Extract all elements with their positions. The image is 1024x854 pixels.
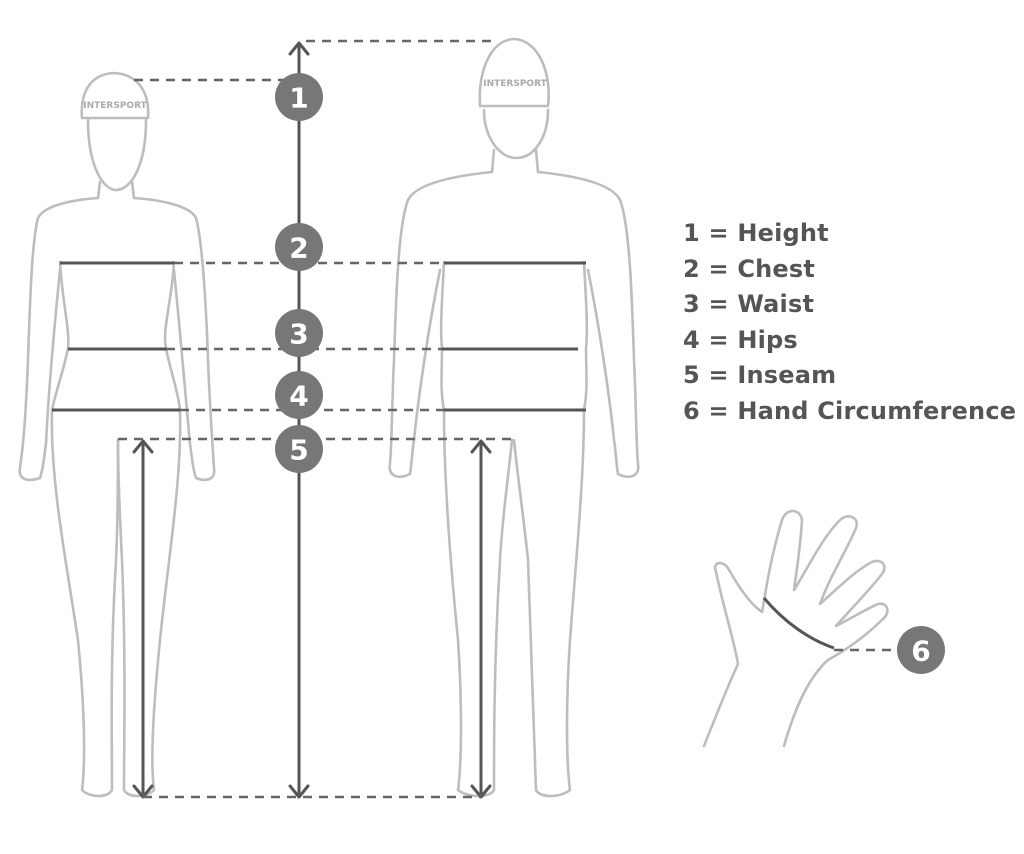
badge-4: 4 xyxy=(275,371,323,419)
female-cap-logo: INTERSPORT xyxy=(83,101,147,111)
legend-item-chest: 2 = Chest xyxy=(683,254,816,283)
svg-text:3: 3 xyxy=(289,318,308,351)
height-arrow-top xyxy=(288,41,310,56)
measurement-legend: 1 = Height 2 = Chest 3 = Waist 4 = Hips … xyxy=(683,216,1016,429)
height-arrow-bottom xyxy=(288,784,310,799)
inseam-male-arrow-top xyxy=(470,439,492,454)
svg-text:4: 4 xyxy=(289,380,308,413)
legend-item-height: 1 = Height xyxy=(683,219,829,247)
svg-text:2: 2 xyxy=(289,232,308,265)
svg-text:1: 1 xyxy=(289,82,308,115)
badge-6: 6 xyxy=(897,626,945,674)
badge-2: 2 xyxy=(275,223,323,271)
badge-1: 1 xyxy=(275,73,323,121)
svg-text:5: 5 xyxy=(289,434,308,467)
male-cap-logo: INTERSPORT xyxy=(483,79,547,89)
legend-item-waist: 3 = Waist xyxy=(683,290,815,318)
female-figure: INTERSPORT xyxy=(18,71,216,798)
legend-item-inseam: 5 = Inseam xyxy=(683,361,837,389)
male-figure: INTERSPORT xyxy=(388,37,640,798)
hand-figure xyxy=(702,509,889,748)
badge-5: 5 xyxy=(275,425,323,473)
svg-text:6: 6 xyxy=(911,635,930,668)
inseam-female-arrow-top xyxy=(132,439,154,454)
wrist-measure-line xyxy=(762,597,835,650)
legend-item-hips: 4 = Hips xyxy=(683,325,798,354)
badge-3: 3 xyxy=(275,309,323,357)
legend-item-hand-circumference: 6 = Hand Circumference xyxy=(683,396,1017,425)
